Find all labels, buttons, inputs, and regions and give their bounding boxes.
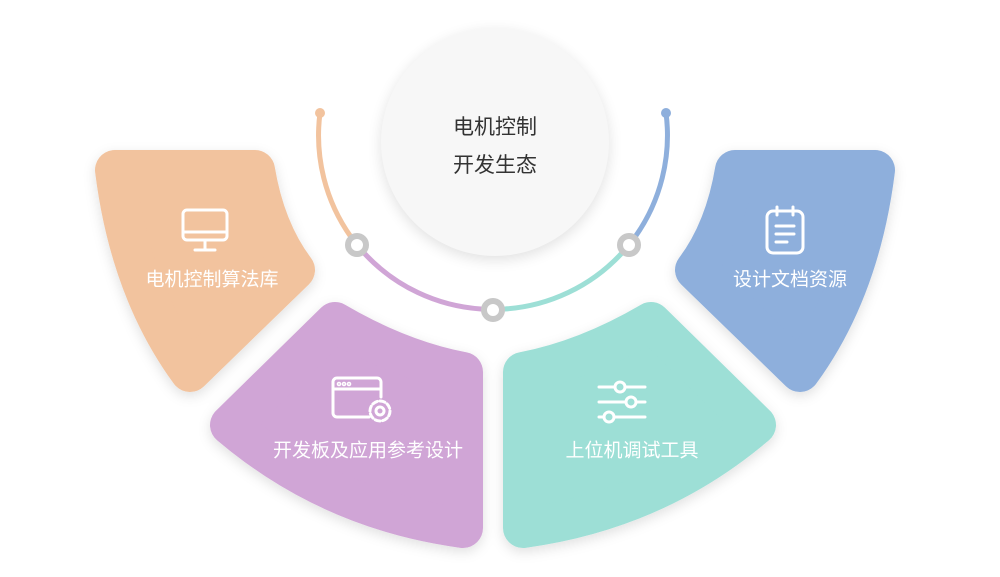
- petal-design-docs[interactable]: [675, 150, 895, 392]
- center-title-line2: 开发生态: [453, 153, 537, 177]
- arc-teal: [502, 251, 624, 312]
- browser-gear-icon: [331, 376, 392, 423]
- item-label-debug-tool: 上位机调试工具: [565, 439, 699, 462]
- item-label-dev-board: 开发板及应用参考设计: [272, 439, 464, 462]
- petal-debug-tool[interactable]: [503, 302, 776, 548]
- arc-end-dot: [315, 108, 325, 118]
- arc-node: [481, 298, 505, 322]
- arc-orange: [316, 110, 354, 240]
- notepad-icon: [765, 205, 805, 255]
- arc-purple: [362, 251, 484, 312]
- arc-node: [617, 233, 641, 257]
- arc-node: [345, 233, 369, 257]
- center-circle: 电机控制 开发生态: [381, 28, 609, 256]
- monitor-icon: [181, 208, 229, 252]
- petal-algorithm-library[interactable]: [95, 150, 315, 392]
- item-label-algorithm-library: 电机控制算法库: [145, 268, 279, 291]
- arc-blue: [632, 110, 670, 240]
- item-label-design-docs: 设计文档资源: [732, 268, 848, 291]
- petal-dev-board[interactable]: [210, 302, 483, 548]
- sliders-icon: [597, 380, 647, 424]
- center-title-line1: 电机控制: [453, 115, 537, 139]
- arc-end-dot: [661, 108, 671, 118]
